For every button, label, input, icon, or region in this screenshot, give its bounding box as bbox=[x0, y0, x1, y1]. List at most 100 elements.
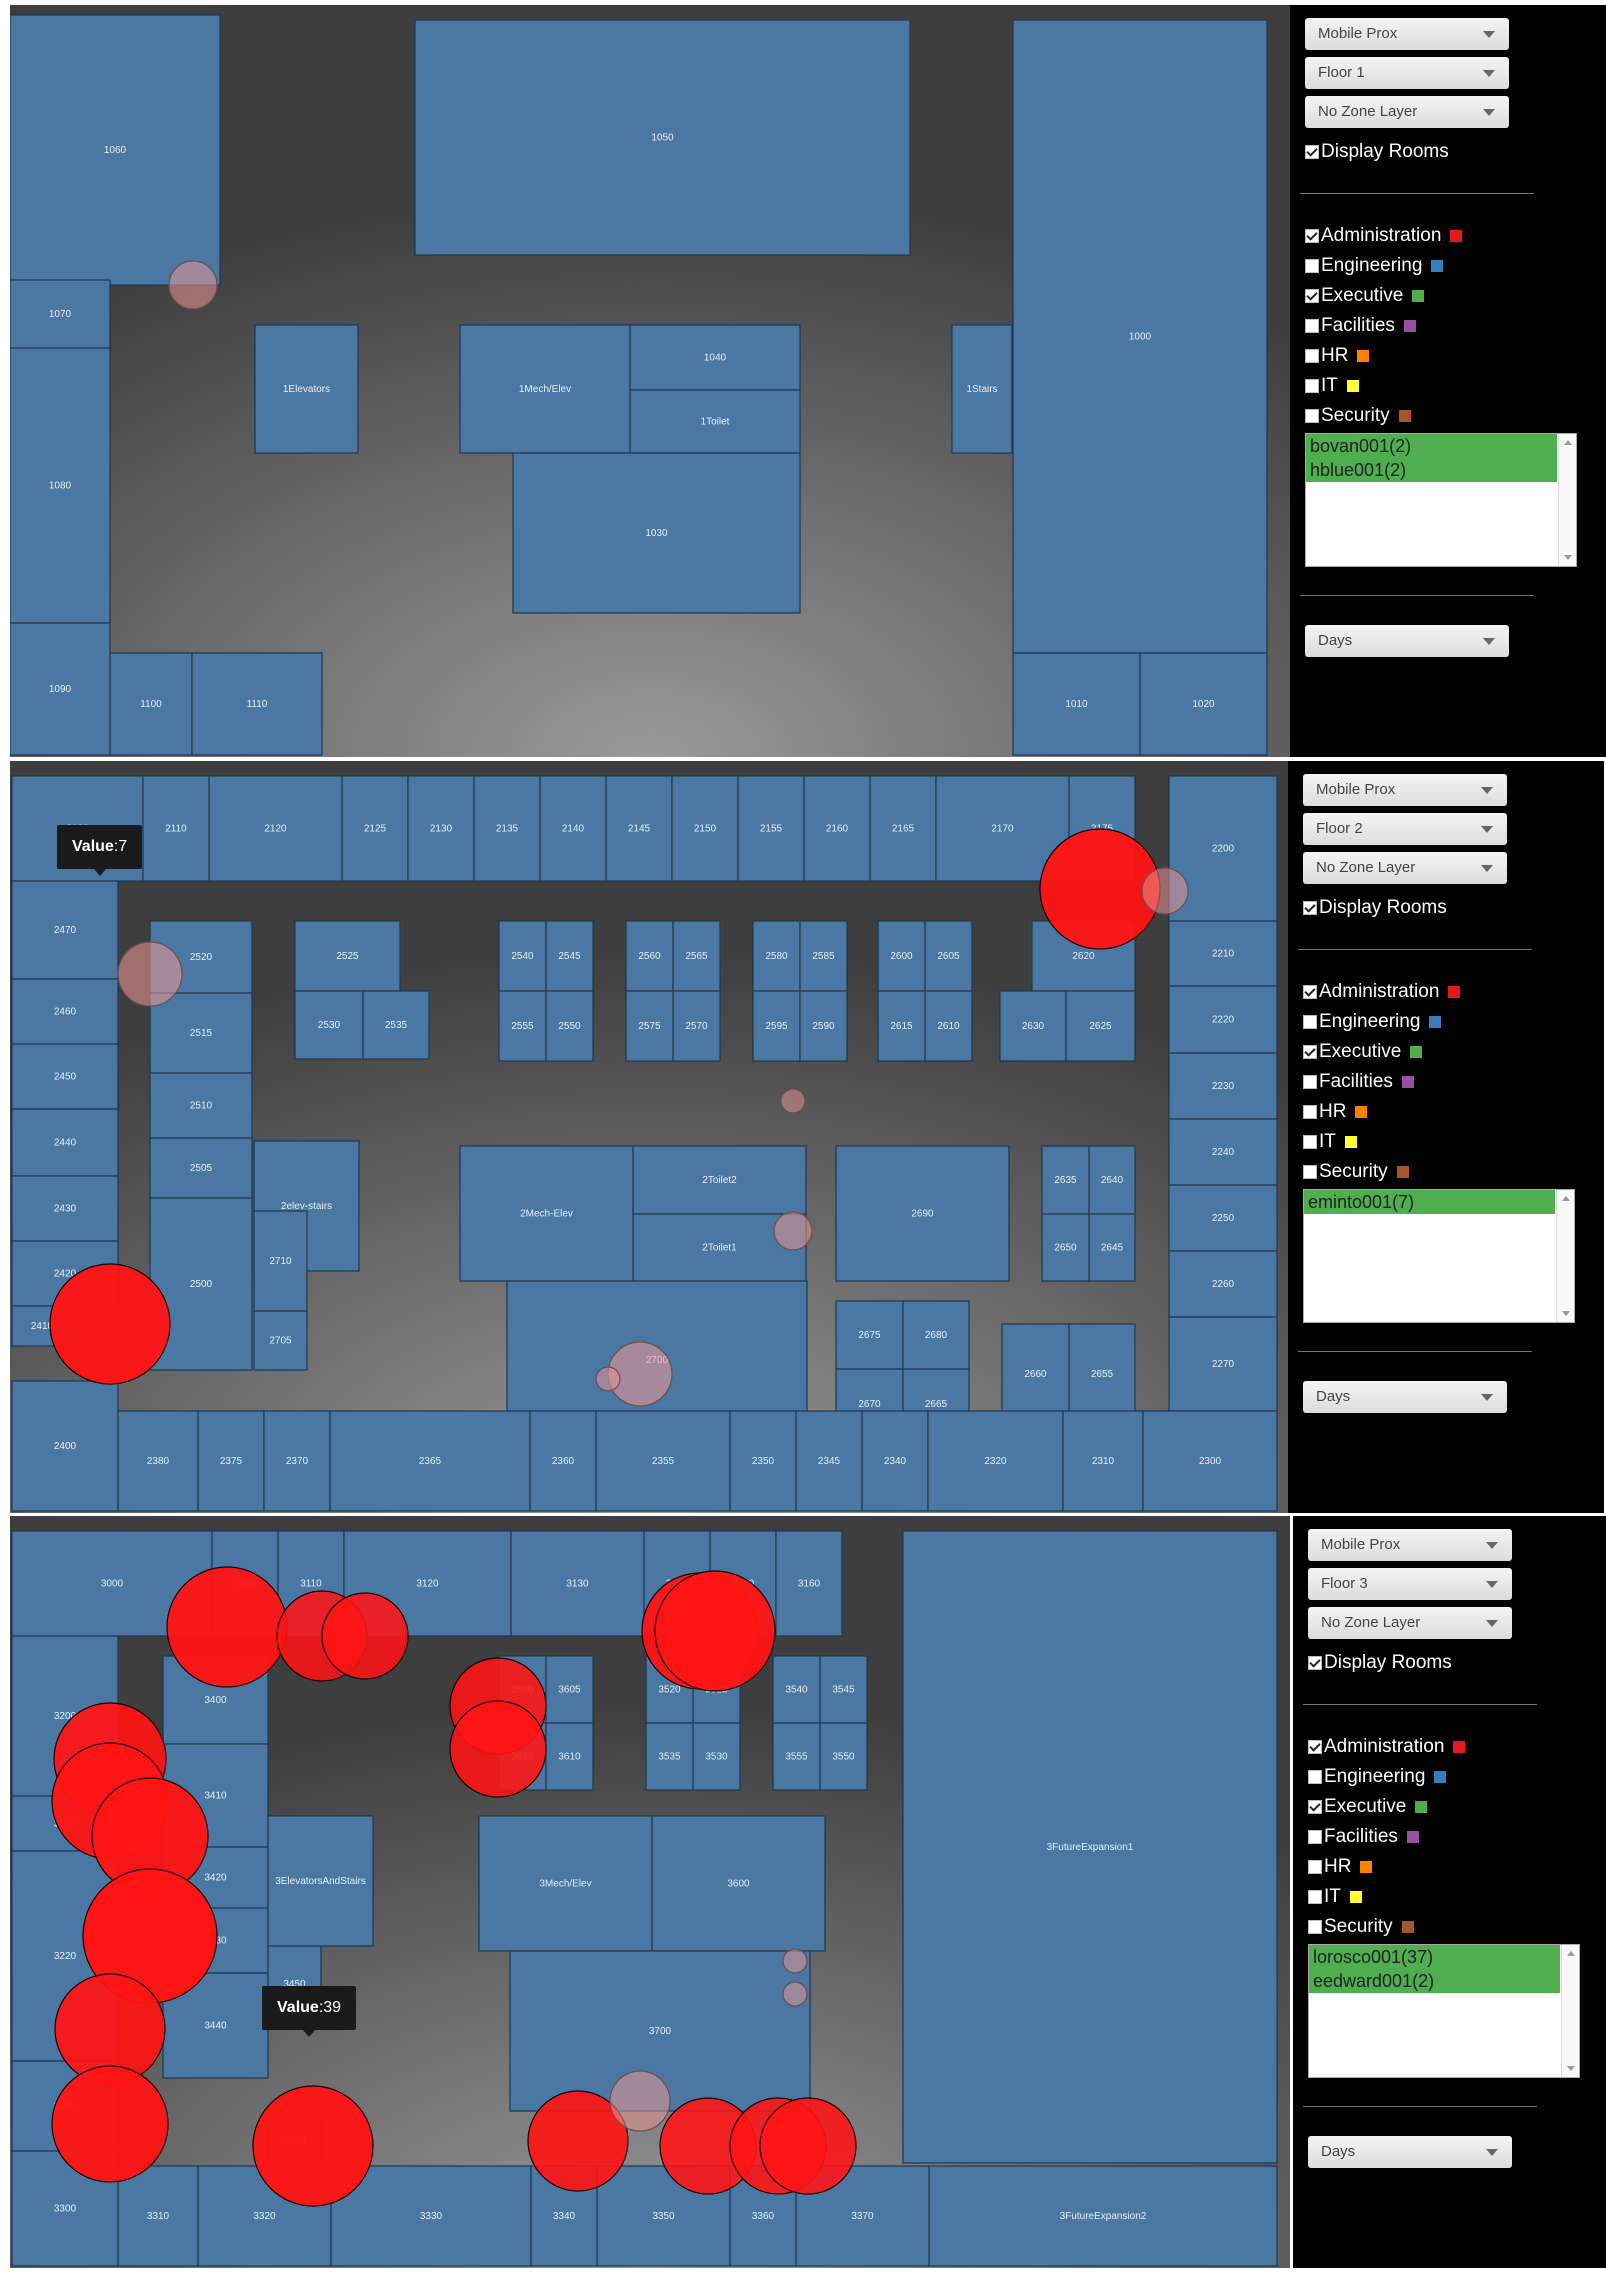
room-1Toilet[interactable]: 1Toilet bbox=[629, 389, 801, 454]
room-2680[interactable]: 2680 bbox=[902, 1300, 970, 1370]
room-2340[interactable]: 2340 bbox=[861, 1410, 929, 1512]
room-3FutureExpansion2[interactable]: 3FutureExpansion2 bbox=[928, 2165, 1278, 2267]
floor-map[interactable]: 2100211021202125213021352140214521502155… bbox=[10, 761, 1290, 1513]
floor-select[interactable]: Floor 3 bbox=[1308, 1568, 1512, 1600]
heat-circle[interactable] bbox=[449, 1700, 547, 1798]
checkbox[interactable] bbox=[1308, 1656, 1322, 1670]
floor-map[interactable]: 300031003110312031303140315031603FutureE… bbox=[10, 1516, 1290, 2268]
dept-administration[interactable]: Administration bbox=[1303, 979, 1461, 1005]
room-2450[interactable]: 2450 bbox=[11, 1043, 119, 1110]
room-2140[interactable]: 2140 bbox=[539, 775, 607, 882]
room-3600[interactable]: 3600 bbox=[651, 1815, 826, 1952]
checkbox[interactable] bbox=[1303, 1015, 1317, 1029]
room-3540[interactable]: 3540 bbox=[772, 1655, 821, 1724]
checkbox[interactable] bbox=[1305, 409, 1319, 423]
room-1110[interactable]: 1110 bbox=[191, 652, 323, 756]
room-2540[interactable]: 2540 bbox=[498, 920, 547, 992]
room-2440[interactable]: 2440 bbox=[11, 1108, 119, 1177]
display-rooms-checkbox[interactable]: Display Rooms bbox=[1308, 1650, 1452, 1676]
room-2220[interactable]: 2220 bbox=[1168, 985, 1278, 1054]
heat-circle[interactable] bbox=[609, 2070, 671, 2132]
heat-circle[interactable] bbox=[782, 1981, 808, 2007]
room-2150[interactable]: 2150 bbox=[671, 775, 739, 882]
heat-circle[interactable] bbox=[168, 260, 218, 310]
checkbox[interactable] bbox=[1305, 319, 1319, 333]
checkbox[interactable] bbox=[1303, 901, 1317, 915]
room-2240[interactable]: 2240 bbox=[1168, 1118, 1278, 1186]
room-2350[interactable]: 2350 bbox=[729, 1410, 797, 1512]
room-2570[interactable]: 2570 bbox=[672, 990, 721, 1062]
room-2655[interactable]: 2655 bbox=[1068, 1323, 1136, 1425]
dept-security[interactable]: Security bbox=[1305, 403, 1411, 429]
checkbox[interactable] bbox=[1303, 1045, 1317, 1059]
room-2345[interactable]: 2345 bbox=[795, 1410, 863, 1512]
room-3555[interactable]: 3555 bbox=[772, 1722, 821, 1791]
room-1Stairs[interactable]: 1Stairs bbox=[951, 324, 1013, 454]
scrollbar[interactable] bbox=[1558, 434, 1576, 566]
period-select[interactable]: Days bbox=[1303, 1381, 1507, 1413]
room-2370[interactable]: 2370 bbox=[263, 1410, 331, 1512]
list-item[interactable]: eminto001(7) bbox=[1304, 1190, 1555, 1214]
floor-select[interactable]: Floor 1 bbox=[1305, 57, 1509, 89]
heat-circle[interactable] bbox=[782, 1948, 808, 1974]
room-2515[interactable]: 2515 bbox=[149, 992, 253, 1074]
room-1070[interactable]: 1070 bbox=[10, 279, 111, 349]
dept-facilities[interactable]: Facilities bbox=[1303, 1069, 1414, 1095]
room-2130[interactable]: 2130 bbox=[407, 775, 475, 882]
display-rooms-checkbox[interactable]: Display Rooms bbox=[1305, 139, 1449, 165]
floor-plan-svg[interactable]: 300031003110312031303140315031603FutureE… bbox=[10, 1516, 1290, 2268]
room-3605[interactable]: 3605 bbox=[545, 1655, 594, 1724]
room-1060[interactable]: 1060 bbox=[10, 14, 221, 286]
room-1080[interactable]: 1080 bbox=[10, 347, 111, 624]
floor-plan-svg[interactable]: 2100211021202125213021352140214521502155… bbox=[10, 761, 1290, 1513]
room-2575[interactable]: 2575 bbox=[625, 990, 674, 1062]
room-2355[interactable]: 2355 bbox=[595, 1410, 731, 1512]
room-3FutureExpansion1[interactable]: 3FutureExpansion1 bbox=[902, 1530, 1278, 2164]
room-2560[interactable]: 2560 bbox=[625, 920, 674, 992]
dept-engineering[interactable]: Engineering bbox=[1308, 1764, 1447, 1790]
room-1050[interactable]: 1050 bbox=[414, 19, 911, 256]
room-2Toilet2[interactable]: 2Toilet2 bbox=[632, 1145, 807, 1215]
heat-circle[interactable] bbox=[117, 941, 183, 1007]
list-item[interactable]: lorosco001(37) bbox=[1309, 1945, 1560, 1969]
room-2460[interactable]: 2460 bbox=[11, 978, 119, 1045]
room-2660[interactable]: 2660 bbox=[1001, 1323, 1070, 1425]
heat-circle[interactable] bbox=[49, 1263, 171, 1385]
dept-executive[interactable]: Executive bbox=[1303, 1039, 1423, 1065]
room-2580[interactable]: 2580 bbox=[752, 920, 801, 992]
room-1Elevators[interactable]: 1Elevators bbox=[254, 324, 359, 454]
room-2120[interactable]: 2120 bbox=[208, 775, 343, 882]
room-3550[interactable]: 3550 bbox=[819, 1722, 868, 1791]
people-list[interactable]: bovan001(2)hblue001(2) bbox=[1305, 433, 1577, 567]
room-2565[interactable]: 2565 bbox=[672, 920, 721, 992]
room-2300[interactable]: 2300 bbox=[1142, 1410, 1278, 1512]
room-3130[interactable]: 3130 bbox=[510, 1530, 645, 1637]
heat-circle[interactable] bbox=[321, 1592, 409, 1680]
room-1000[interactable]: 1000 bbox=[1012, 19, 1268, 654]
room-2645[interactable]: 2645 bbox=[1088, 1213, 1136, 1282]
room-2430[interactable]: 2430 bbox=[11, 1175, 119, 1242]
room-2135[interactable]: 2135 bbox=[473, 775, 541, 882]
room-1090[interactable]: 1090 bbox=[10, 622, 111, 756]
mode-select[interactable]: Mobile Prox bbox=[1303, 774, 1507, 806]
room-2630[interactable]: 2630 bbox=[999, 990, 1067, 1062]
checkbox[interactable] bbox=[1308, 1920, 1322, 1934]
dept-administration[interactable]: Administration bbox=[1305, 223, 1463, 249]
dept-executive[interactable]: Executive bbox=[1305, 283, 1425, 309]
room-2595[interactable]: 2595 bbox=[752, 990, 801, 1062]
checkbox[interactable] bbox=[1305, 289, 1319, 303]
room-3160[interactable]: 3160 bbox=[775, 1530, 843, 1637]
room-3610[interactable]: 3610 bbox=[545, 1722, 594, 1791]
room-2530[interactable]: 2530 bbox=[294, 990, 364, 1060]
heat-circle[interactable] bbox=[166, 1566, 288, 1688]
dept-facilities[interactable]: Facilities bbox=[1305, 313, 1416, 339]
room-3535[interactable]: 3535 bbox=[645, 1722, 694, 1791]
room-2Mech-Elev[interactable]: 2Mech-Elev bbox=[459, 1145, 634, 1282]
checkbox[interactable] bbox=[1303, 1105, 1317, 1119]
dept-hr[interactable]: HR bbox=[1303, 1099, 1368, 1125]
room-2470[interactable]: 2470 bbox=[11, 880, 119, 980]
list-item[interactable]: hblue001(2) bbox=[1306, 458, 1557, 482]
dept-engineering[interactable]: Engineering bbox=[1305, 253, 1444, 279]
room-2650[interactable]: 2650 bbox=[1041, 1213, 1090, 1282]
room-2160[interactable]: 2160 bbox=[803, 775, 871, 882]
